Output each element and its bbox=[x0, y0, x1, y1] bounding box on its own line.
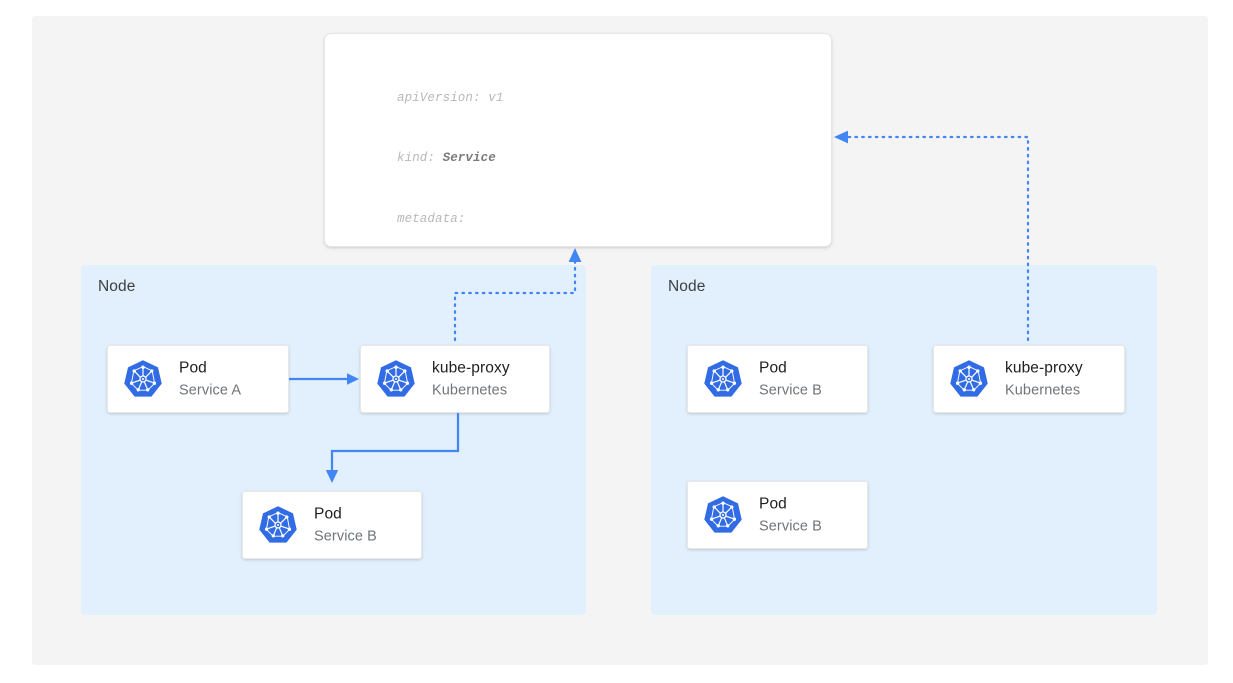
card-title: Pod bbox=[759, 359, 787, 377]
card-pod-service-b-right-bottom[interactable]: Pod Service B bbox=[687, 481, 868, 549]
card-pod-service-a[interactable]: Pod Service A bbox=[107, 345, 289, 413]
card-pod-service-b-right-top[interactable]: Pod Service B bbox=[687, 345, 868, 413]
service-manifest-card: apiVersion: v1 kind: Service metadata: n… bbox=[324, 33, 832, 247]
node-label-left: Node bbox=[98, 278, 136, 295]
node-panel-left: Node bbox=[81, 265, 586, 615]
node-panel-right: Node bbox=[651, 265, 1157, 615]
card-text: Pod Service A bbox=[179, 359, 242, 398]
kubernetes-icon bbox=[949, 359, 989, 399]
card-subtitle: Kubernetes bbox=[432, 382, 508, 398]
kubernetes-icon bbox=[703, 495, 743, 535]
card-text: Pod Service B bbox=[314, 505, 377, 544]
kubernetes-icon bbox=[258, 505, 298, 545]
node-label-right: Node bbox=[668, 278, 706, 295]
card-subtitle: Kubernetes bbox=[1005, 382, 1081, 398]
card-subtitle: Service B bbox=[759, 382, 822, 398]
card-text: kube-proxy Kubernetes bbox=[1005, 359, 1083, 398]
card-kube-proxy-right[interactable]: kube-proxy Kubernetes bbox=[933, 345, 1125, 413]
kubernetes-icon bbox=[376, 359, 416, 399]
card-title: kube-proxy bbox=[432, 359, 510, 377]
service-manifest-code: apiVersion: v1 kind: Service metadata: n… bbox=[397, 48, 709, 246]
card-subtitle: Service B bbox=[759, 518, 822, 534]
card-subtitle: Service A bbox=[179, 382, 242, 398]
yaml-line-apiversion: apiVersion: v1 bbox=[397, 91, 504, 106]
card-text: kube-proxy Kubernetes bbox=[432, 359, 510, 398]
card-title: Pod bbox=[179, 359, 207, 377]
card-kube-proxy-left[interactable]: kube-proxy Kubernetes bbox=[360, 345, 550, 413]
yaml-kind-key: kind: bbox=[397, 151, 443, 166]
card-title: Pod bbox=[314, 505, 342, 523]
yaml-kind-value: Service bbox=[442, 151, 496, 166]
card-subtitle: Service B bbox=[314, 528, 377, 544]
kubernetes-icon bbox=[703, 359, 743, 399]
kubernetes-icon bbox=[123, 359, 163, 399]
card-text: Pod Service B bbox=[759, 359, 822, 398]
card-title: kube-proxy bbox=[1005, 359, 1083, 377]
card-pod-service-b-left[interactable]: Pod Service B bbox=[242, 491, 422, 559]
yaml-line-metadata: metadata: bbox=[397, 211, 466, 226]
yaml-line-kind: kind: Service bbox=[397, 148, 709, 168]
card-text: Pod Service B bbox=[759, 495, 822, 534]
card-title: Pod bbox=[759, 495, 787, 513]
